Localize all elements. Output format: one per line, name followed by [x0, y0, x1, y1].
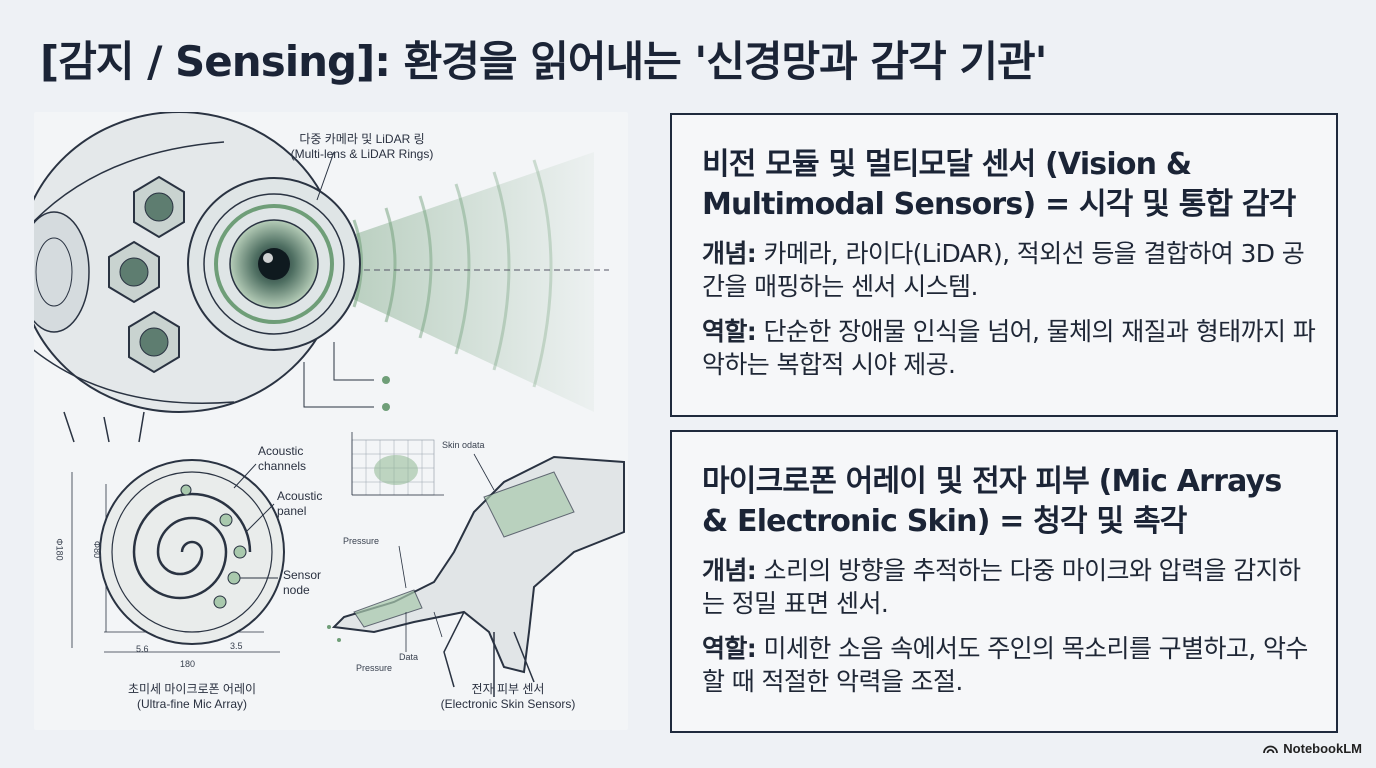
lidar-label-en: (Multi-lens & LiDAR Rings) — [290, 147, 434, 161]
notebooklm-logo-icon — [1263, 745, 1279, 753]
acoustic-channels-line2: channels — [258, 459, 307, 473]
acoustic-panel-line2: panel — [277, 504, 307, 518]
mic-concept-key: 개념: — [702, 556, 757, 585]
skin-label-ko: 전자 피부 센서 — [471, 682, 545, 696]
data-label: Data — [399, 652, 419, 662]
dim-left-label: Φ180 — [54, 538, 65, 561]
mic-skin-card: 마이크로폰 어레이 및 전자 피부 (Mic Arrays & Electron… — [670, 430, 1338, 733]
vision-card-heading: 비전 모듈 및 멀티모달 센서 (Vision & Multimodal Sen… — [702, 147, 1296, 222]
robot-head — [34, 112, 390, 443]
sensor-node-line1: Sensor — [283, 568, 322, 582]
mic-role: 역할: 미세한 소음 속에서도 주인의 목소리를 구별하고, 악수할 때 적절한… — [702, 632, 1316, 698]
vision-sensor-card: 비전 모듈 및 멀티모달 센서 (Vision & Multimodal Sen… — [670, 113, 1338, 417]
skin-odata-label: Skin odata — [442, 440, 485, 450]
acoustic-channels-line1: Acoustic — [258, 444, 304, 458]
mic-concept-text: 소리의 방향을 추적하는 다중 마이크와 압력을 감지하는 정밀 표면 센서. — [702, 556, 1301, 618]
vision-concept: 개념: 카메라, 라이다(LiDAR), 적외선 등을 결합하여 3D 공간을 … — [702, 237, 1316, 303]
mic-array-drawing — [71, 459, 285, 653]
skin-label-en: (Electronic Skin Sensors) — [440, 697, 576, 711]
page-title: [감지 / Sensing]: 환경을 읽어내는 '신경망과 감각 기관' — [40, 37, 1047, 86]
vision-role-key: 역할: — [702, 317, 757, 346]
vision-concept-key: 개념: — [702, 239, 757, 268]
vision-role-text: 단순한 장애물 인식을 넘어, 물체의 재질과 형태까지 파악하는 복합적 시야… — [702, 317, 1316, 379]
mic-role-key: 역할: — [702, 634, 757, 663]
lidar-beam — [274, 152, 609, 412]
vision-role: 역할: 단순한 장애물 인식을 넘어, 물체의 재질과 형태까지 파악하는 복합… — [702, 315, 1316, 381]
dim-inner-label: Φ80 — [92, 540, 103, 559]
mic-role-text: 미세한 소음 속에서도 주인의 목소리를 구별하고, 악수할 때 적절한 악력을… — [702, 634, 1308, 696]
lidar-label-ko: 다중 카메라 및 LiDAR 링 — [299, 132, 425, 146]
mic-concept: 개념: 소리의 방향을 추적하는 다중 마이크와 압력을 감지하는 정밀 표면 … — [702, 554, 1316, 620]
mic-card-heading: 마이크로폰 어레이 및 전자 피부 (Mic Arrays & Electron… — [702, 464, 1282, 539]
skin-sensor-drawing — [327, 432, 625, 697]
acoustic-panel-line1: Acoustic — [277, 489, 323, 503]
illustration-drawing — [34, 112, 625, 697]
sensing-illustration: 다중 카메라 및 LiDAR 링 (Multi-lens & LiDAR Rin… — [34, 112, 628, 730]
mic-label-en: (Ultra-fine Mic Array) — [136, 697, 247, 711]
dim-35-label: 3.5 — [230, 641, 243, 651]
brand-name: NotebookLM — [1283, 741, 1362, 756]
mic-label-ko: 초미세 마이크로폰 어레이 — [127, 682, 257, 696]
sensor-node-line2: node — [283, 583, 310, 597]
notebooklm-brand: NotebookLM — [1263, 741, 1362, 756]
pressure-top-label: Pressure — [343, 536, 380, 546]
vision-concept-text: 카메라, 라이다(LiDAR), 적외선 등을 결합하여 3D 공간을 매핑하는… — [702, 239, 1305, 301]
dim-bottom-label: 180 — [180, 659, 196, 669]
pressure-bottom-label: Pressure — [356, 663, 393, 673]
dim-56-label: 5.6 — [136, 644, 149, 654]
